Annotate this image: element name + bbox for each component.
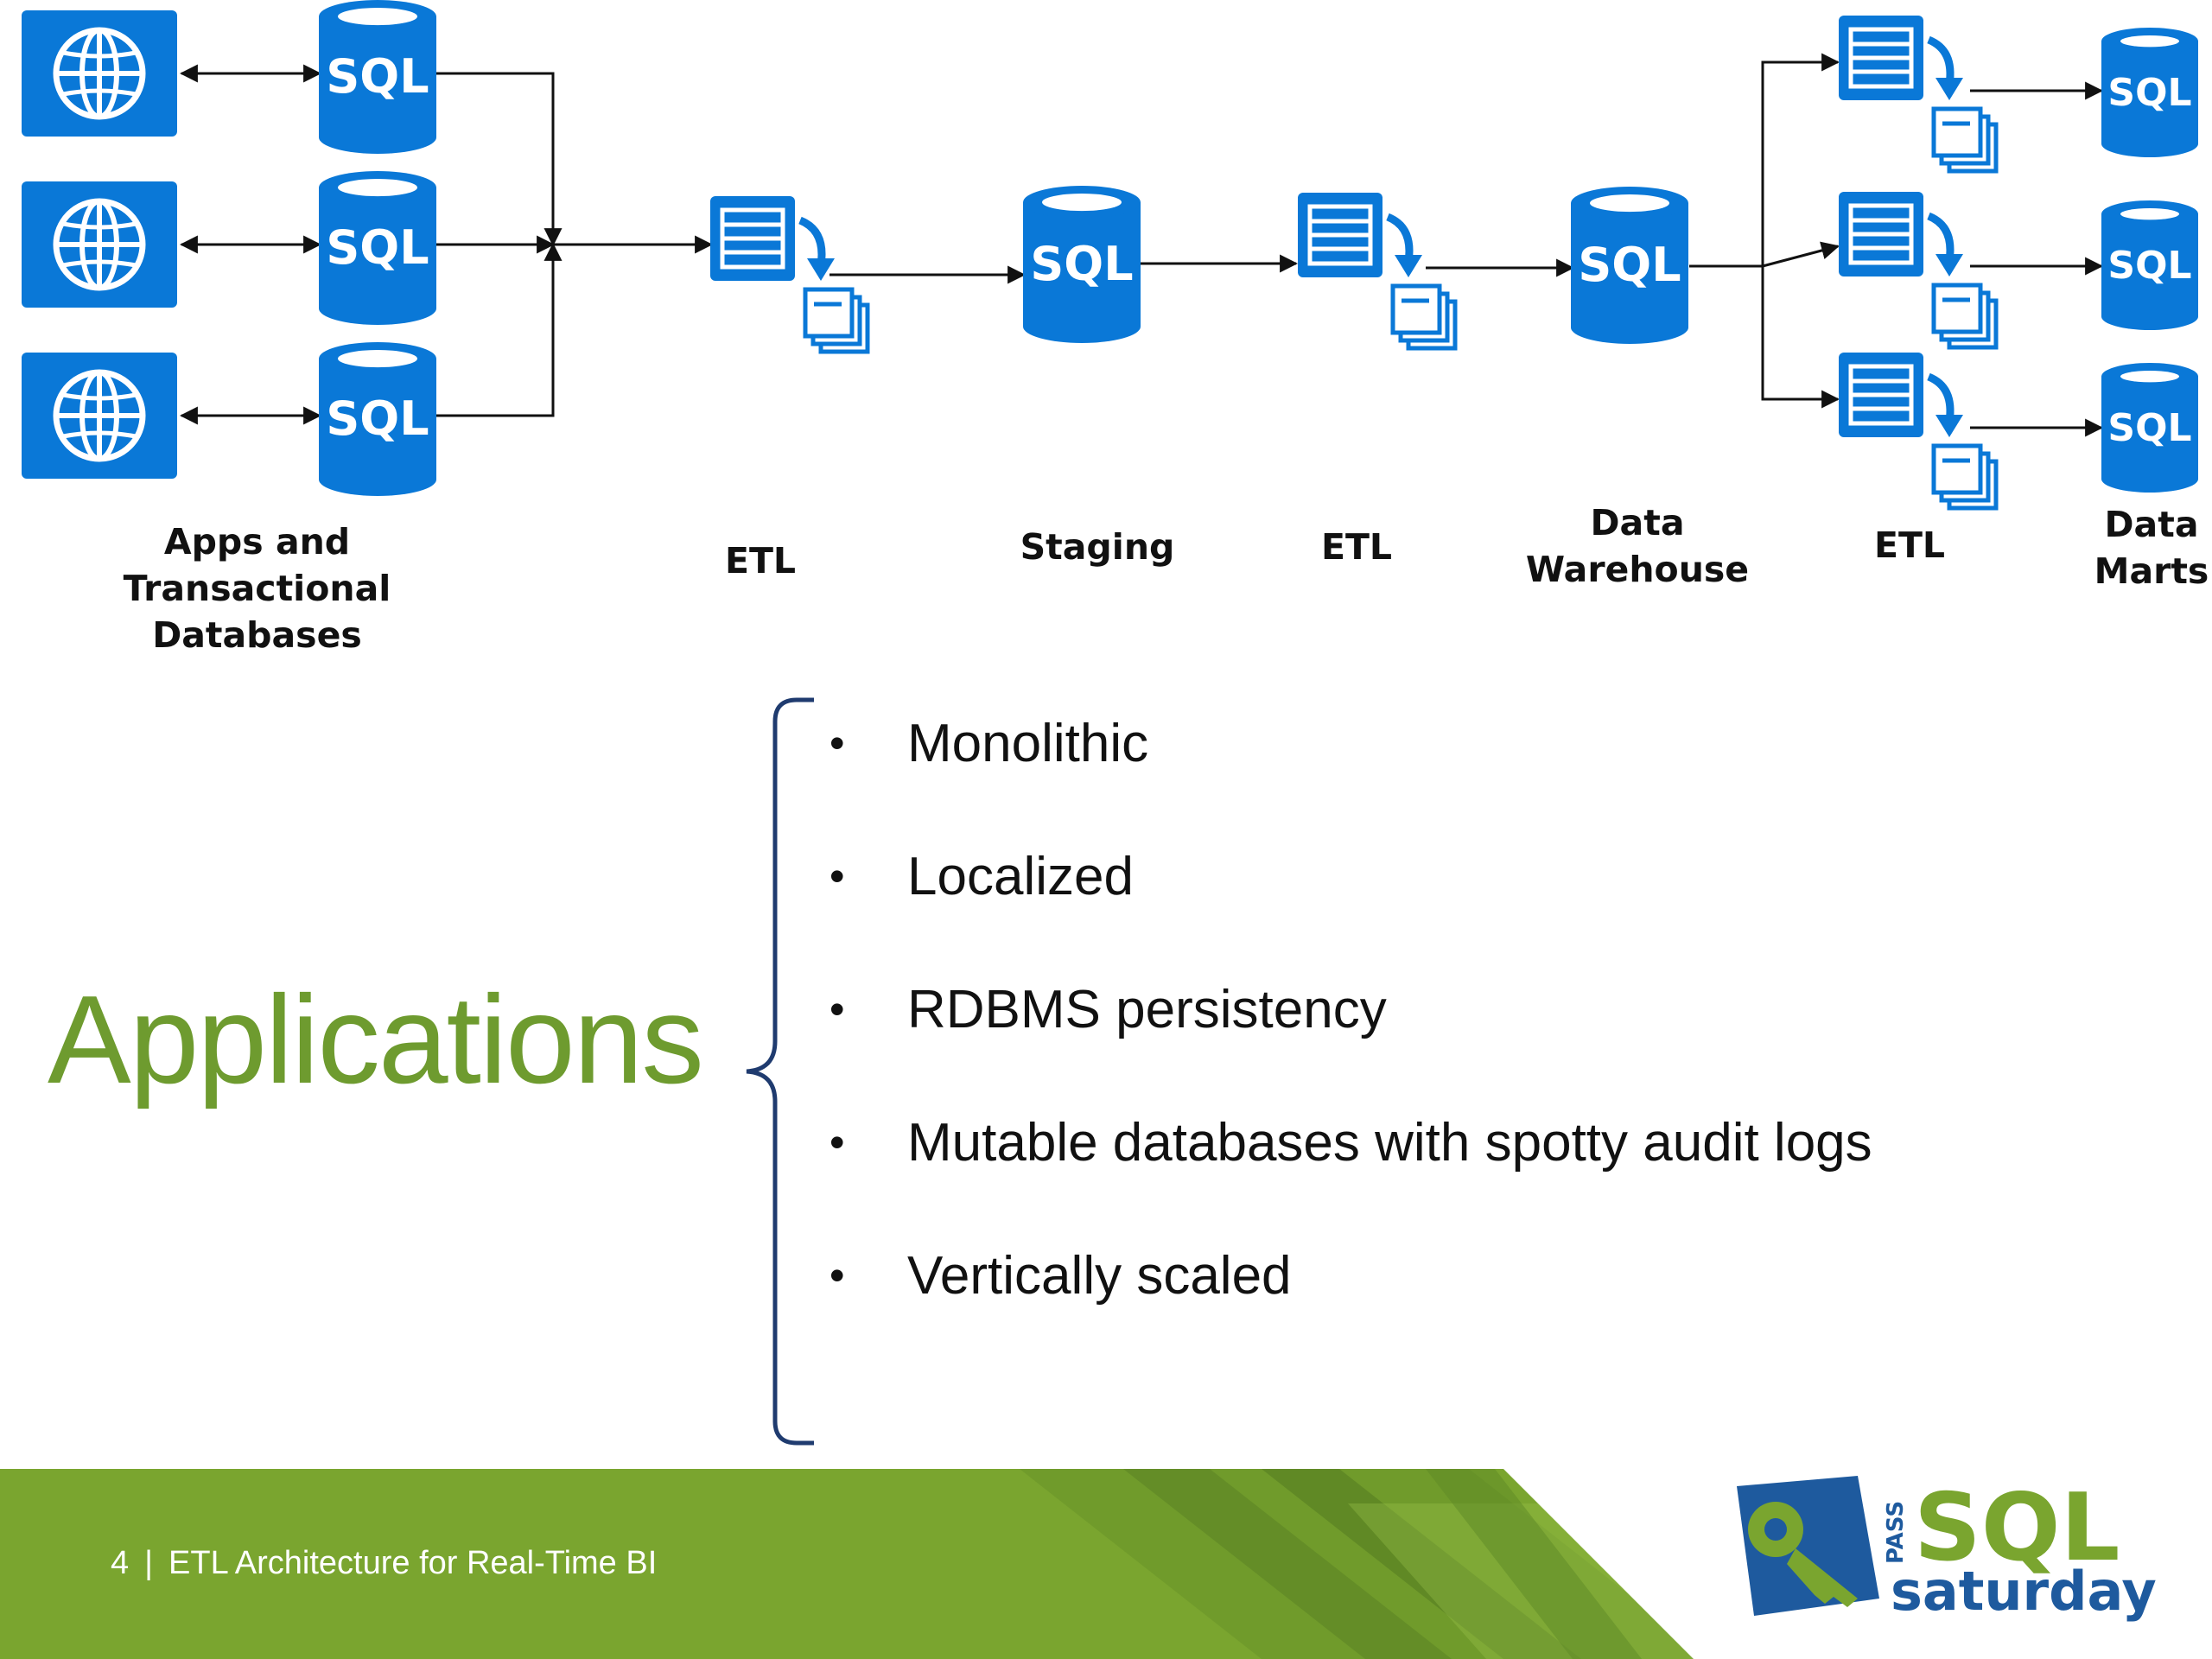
logo-sql: SQL bbox=[1914, 1474, 2120, 1582]
label-sources: Apps and Transactional Databases bbox=[123, 521, 391, 657]
bullet-list: • Monolithic • Localized • RDBMS persistenc… bbox=[830, 713, 1872, 1378]
key-icon bbox=[1737, 1476, 1879, 1616]
sql-database-icon: SQL bbox=[319, 0, 436, 155]
sql-label: SQL bbox=[2107, 406, 2191, 450]
footer-separator: | bbox=[144, 1545, 154, 1581]
sql-database-icon: SQL bbox=[2101, 363, 2198, 493]
sql-label: SQL bbox=[1578, 238, 1681, 292]
sql-label: SQL bbox=[1030, 237, 1133, 291]
etl-document-icon bbox=[1839, 16, 1999, 174]
bullet-item: • RDBMS persistency bbox=[830, 979, 1872, 1112]
sql-label: SQL bbox=[2107, 71, 2191, 115]
bullet-text: Vertically scaled bbox=[907, 1246, 1292, 1306]
etl-document-icon bbox=[1298, 193, 1458, 351]
diagram-canvas: SQL SQL SQL SQL SQL SQL SQL SQL bbox=[22, 0, 2198, 511]
logo-pass: PASS bbox=[1883, 1501, 1909, 1564]
page-number: 4 bbox=[111, 1545, 130, 1581]
bullet-dot: • bbox=[830, 719, 845, 767]
etl-architecture-diagram: SQL SQL SQL SQL SQL SQL SQL SQL Apps and Transa… bbox=[0, 0, 2212, 657]
connector-arrow bbox=[1761, 266, 1840, 409]
bullet-dot: • bbox=[830, 852, 845, 900]
label-etl-2: ETL bbox=[1320, 526, 1393, 568]
sql-database-icon: SQL bbox=[1571, 187, 1688, 344]
label-data-marts: Data Marts bbox=[2094, 504, 2209, 593]
footer-caption: 4 | ETL Architecture for Real-Time BI bbox=[111, 1545, 657, 1582]
bullet-text: Monolithic bbox=[907, 714, 1149, 773]
sql-label: SQL bbox=[326, 220, 429, 275]
connector-arrow bbox=[1689, 53, 1840, 268]
bullet-item: • Vertically scaled bbox=[830, 1245, 1872, 1378]
label-etl-3: ETL bbox=[1873, 524, 1946, 566]
sql-database-icon: SQL bbox=[319, 342, 436, 496]
bullet-item: • Localized bbox=[830, 846, 1872, 979]
bullet-text: RDBMS persistency bbox=[907, 980, 1387, 1039]
connector-arrow bbox=[436, 242, 563, 417]
section-title: Applications bbox=[48, 969, 704, 1109]
sql-database-icon: SQL bbox=[1023, 186, 1141, 343]
sqlsaturday-logo: PASS SQL saturday bbox=[1737, 1474, 2157, 1623]
label-staging: Staging bbox=[1020, 526, 1175, 568]
footer-title: ETL Architecture for Real-Time BI bbox=[168, 1545, 658, 1581]
sql-label: SQL bbox=[326, 49, 429, 104]
bullet-item: • Monolithic bbox=[830, 713, 1872, 846]
bullet-text: Mutable databases with spotty audit logs bbox=[907, 1113, 1872, 1173]
globe-icon bbox=[22, 10, 177, 137]
bullet-item: • Mutable databases with spotty audit log… bbox=[830, 1112, 1872, 1245]
connector-arrow bbox=[436, 72, 563, 247]
label-etl-1: ETL bbox=[724, 540, 797, 582]
curly-bracket bbox=[746, 697, 814, 1446]
bullet-dot: • bbox=[830, 1118, 845, 1166]
sql-database-icon: SQL bbox=[2101, 28, 2198, 158]
etl-document-icon bbox=[1839, 353, 1999, 511]
logo-saturday: saturday bbox=[1891, 1560, 2157, 1623]
globe-icon bbox=[22, 353, 177, 479]
sql-database-icon: SQL bbox=[319, 171, 436, 325]
sql-label: SQL bbox=[326, 391, 429, 446]
connector-arrow bbox=[1762, 241, 1840, 268]
etl-document-icon bbox=[710, 196, 870, 354]
bullet-dot: • bbox=[830, 1251, 845, 1300]
label-data-warehouse: Data Warehouse bbox=[1525, 502, 1750, 591]
bullet-dot: • bbox=[830, 985, 845, 1033]
etl-document-icon bbox=[1839, 192, 1999, 350]
sql-database-icon: SQL bbox=[2101, 200, 2198, 331]
globe-icon bbox=[22, 181, 177, 308]
bullet-text: Localized bbox=[907, 847, 1134, 906]
sql-label: SQL bbox=[2107, 244, 2191, 288]
